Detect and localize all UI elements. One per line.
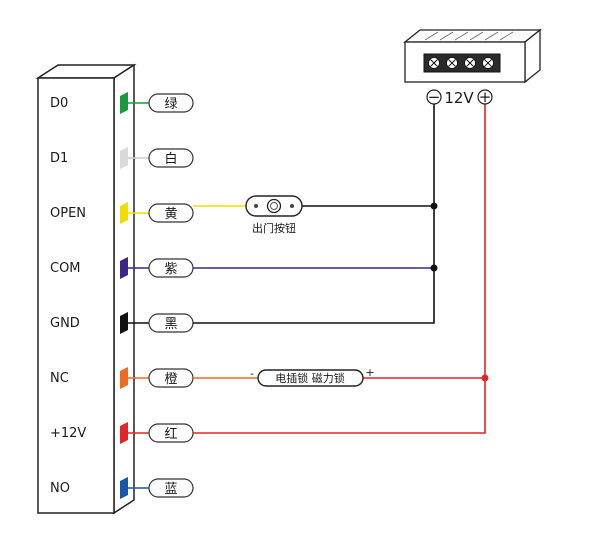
wire-label-red: 红: [164, 426, 177, 442]
wire-stub-red: [120, 422, 128, 444]
wire-stub-yellow: [120, 202, 128, 224]
wire-label-white: 白: [164, 151, 177, 167]
power-supply: [403, 28, 542, 84]
wire-stub-orange: [120, 367, 128, 389]
psu-negative-terminal: [426, 89, 442, 105]
wire-label-yellow: 黄: [164, 207, 177, 222]
exit-button-component: [245, 195, 303, 217]
terminal-label-com: COM: [50, 261, 81, 276]
junction-dot-lock: [481, 374, 489, 382]
wire-red: [193, 100, 486, 434]
psu-positive-terminal: [477, 89, 493, 105]
psu-voltage-label: 12V: [444, 89, 474, 107]
lock-minus-sign: -: [250, 367, 254, 380]
psu-minus-sign: −: [428, 88, 441, 106]
terminal-label-d1: D1: [50, 151, 68, 166]
terminal-label-nc: NC: [50, 371, 69, 386]
wire-stub-blue: [120, 477, 128, 499]
lock-label: 电插锁 磁力锁: [275, 371, 345, 385]
lock-plus-sign: +: [365, 366, 374, 379]
wire-label-blue: 蓝: [164, 482, 177, 497]
wire-label-purple: 紫: [164, 262, 177, 277]
exit-button-label: 出门按钮: [252, 221, 296, 235]
wire-stub-green: [120, 92, 128, 114]
main-wires: [193, 100, 486, 434]
wire-stub-purple: [120, 257, 128, 279]
lock-component: [257, 369, 364, 387]
stub-connectors: [128, 102, 149, 489]
terminal-label-open: OPEN: [50, 206, 86, 221]
wire-label-orange: 橙: [164, 372, 177, 387]
wire-label-green: 绿: [164, 97, 177, 112]
psu-plus-sign: +: [479, 88, 492, 106]
wire-stubs: [120, 92, 128, 499]
junction-dot-open: [430, 202, 438, 210]
wire-label-black: 黑: [164, 317, 177, 332]
terminal-label-12v: +12V: [50, 426, 86, 441]
wire-label-pills: [148, 93, 194, 498]
controller-body: [35, 63, 137, 515]
junction-dot-com: [430, 264, 438, 272]
terminal-label-gnd: GND: [50, 316, 80, 331]
wire-stub-white: [120, 147, 128, 169]
terminal-label-no: NO: [50, 481, 70, 496]
wire-stub-black: [120, 312, 128, 334]
wire-black: [193, 100, 435, 324]
terminal-label-d0: D0: [50, 96, 68, 111]
